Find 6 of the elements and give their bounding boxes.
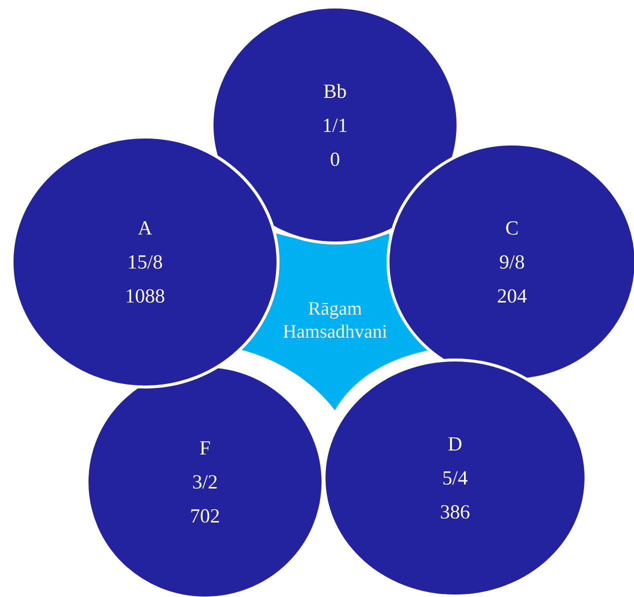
node-label: 702	[191, 509, 219, 523]
node-label: 3/2	[193, 475, 217, 489]
node-label: C	[506, 221, 518, 235]
node-label: 204	[498, 289, 527, 303]
node-label: 9/8	[500, 255, 524, 269]
node-label: F	[200, 441, 210, 454]
